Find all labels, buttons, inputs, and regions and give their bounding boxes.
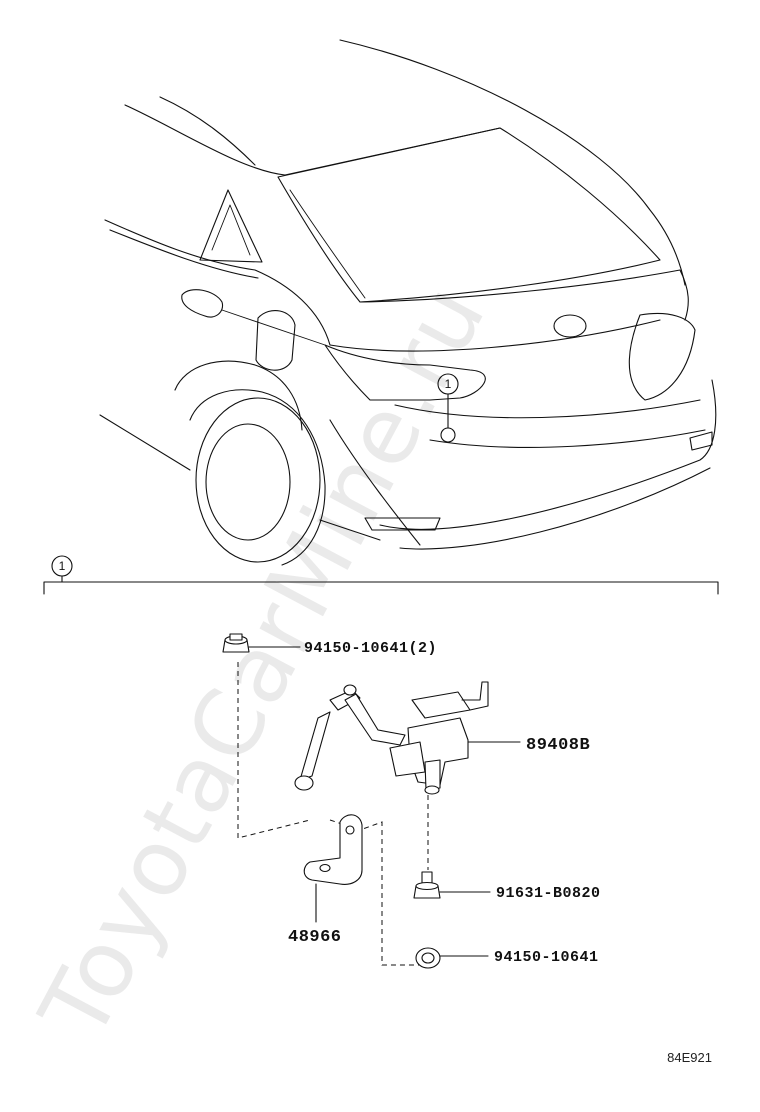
vehicle-callout-number: 1 xyxy=(445,377,452,391)
part-bracket xyxy=(303,814,363,923)
part-nut-bottom xyxy=(415,947,489,969)
section-bracket: 1 xyxy=(43,555,719,595)
label-91631-b0820: 91631-B0820 xyxy=(496,885,601,902)
section-marker-number: 1 xyxy=(59,559,66,573)
drawing-code: 84E921 xyxy=(667,1050,712,1065)
part-bolt xyxy=(413,871,491,899)
watermark: ToyotaCarMine.ru xyxy=(19,267,506,1056)
label-94150-10641-2: 94150-10641(2) xyxy=(304,640,437,657)
vehicle-rear-illustration xyxy=(99,39,717,566)
label-94150-10641: 94150-10641 xyxy=(494,949,599,966)
part-height-sensor xyxy=(294,681,521,795)
part-nut-top xyxy=(222,633,301,653)
vehicle-callout: 1 xyxy=(437,373,459,443)
label-48966: 48966 xyxy=(288,928,342,947)
label-89408b: 89408B xyxy=(526,736,590,755)
